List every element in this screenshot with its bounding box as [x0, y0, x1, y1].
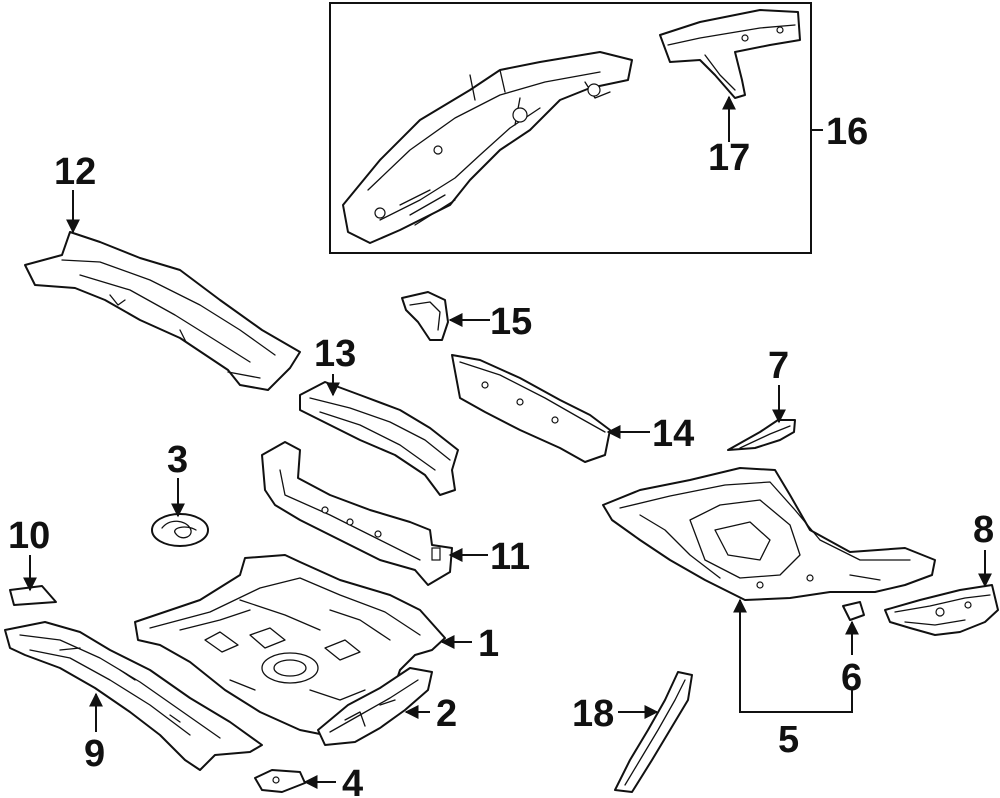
part-17-bracket — [659, 9, 801, 99]
callout-1: 1 — [478, 623, 499, 665]
part-rear-side-member — [342, 51, 633, 244]
callout-5: 5 — [778, 719, 799, 761]
part-13-reinforcement — [299, 381, 459, 496]
part-2-extension — [317, 667, 433, 746]
callout-10: 10 — [8, 515, 50, 557]
inset-frame — [329, 2, 812, 254]
callout-13: 13 — [314, 333, 356, 375]
callout-2: 2 — [436, 693, 457, 735]
part-10-patch — [9, 585, 57, 606]
callout-7: 7 — [768, 345, 789, 387]
callout-11: 11 — [490, 536, 530, 578]
part-7-brace — [727, 419, 796, 451]
callout-9: 9 — [84, 733, 105, 775]
callout-3: 3 — [167, 439, 188, 481]
part-9-side-member — [4, 621, 263, 771]
callout-16: 16 — [826, 111, 868, 153]
part-12-crossmember — [24, 231, 301, 391]
callout-15: 15 — [490, 301, 532, 343]
part-8-panel — [884, 584, 999, 636]
part-5-spare-pan — [602, 467, 936, 601]
callout-4: 4 — [342, 763, 363, 798]
part-3-plug — [151, 513, 209, 547]
part-1-floor-pan — [134, 554, 446, 739]
callout-17: 17 — [708, 137, 750, 179]
callout-6: 6 — [841, 657, 862, 699]
leader-lines — [23, 95, 992, 789]
callout-labels: 12 13 15 16 17 14 7 3 11 10 8 1 2 6 9 18… — [8, 111, 994, 798]
callout-8: 8 — [973, 509, 994, 551]
part-18-reinforcement — [614, 671, 693, 793]
part-6-clip — [842, 601, 865, 621]
callout-12: 12 — [54, 151, 96, 193]
part-15-bracket — [401, 291, 449, 341]
part-4-bracket — [254, 769, 306, 793]
callout-18: 18 — [572, 693, 614, 735]
part-11-crossmember — [261, 441, 453, 586]
callout-14: 14 — [652, 413, 694, 455]
part-14-crossmember — [451, 354, 611, 463]
